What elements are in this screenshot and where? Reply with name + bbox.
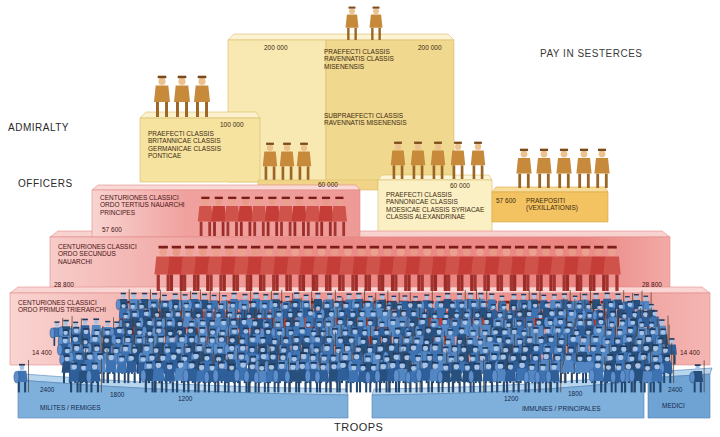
diagram-stage: 200 000PRAEFECTI CLASSIS RAVENNATIS CLAS… [0,0,720,437]
